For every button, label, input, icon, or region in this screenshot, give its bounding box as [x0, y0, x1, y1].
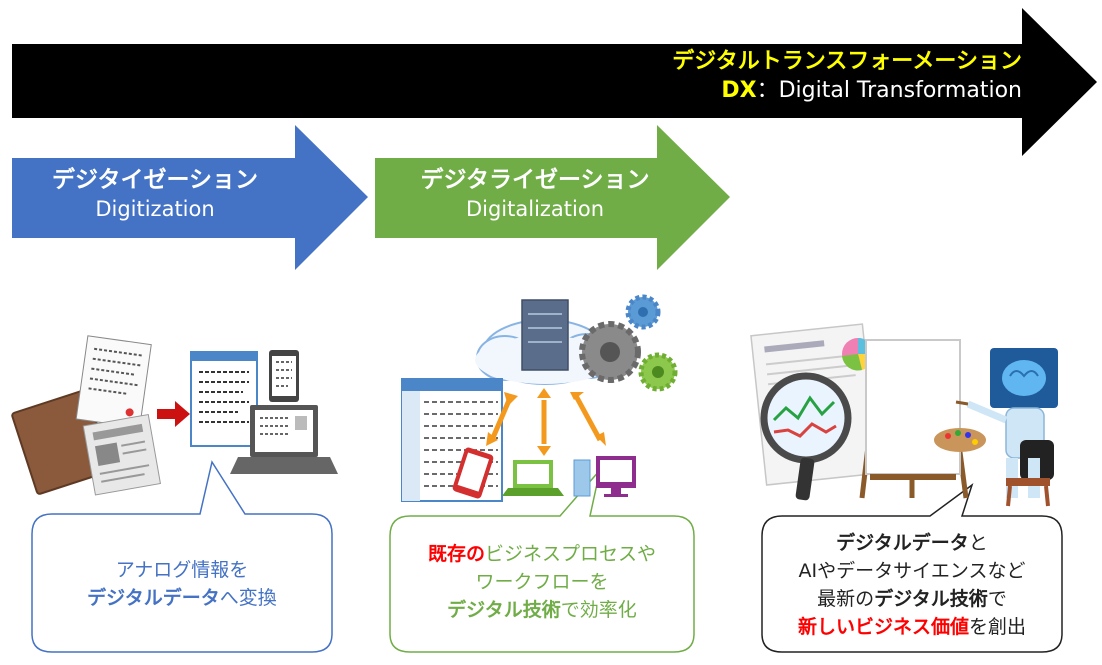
cloud-system-illustration	[401, 294, 678, 502]
dx-separator: ：	[756, 78, 779, 103]
dx-line3: 最新のデジタル技術で	[762, 585, 1062, 613]
dx-line1-bold: デジタルデータ	[836, 532, 969, 554]
ai-creation-illustration	[750, 323, 1058, 507]
digitization-line2-rest: へ変換	[219, 587, 277, 609]
digitization-arrow	[12, 125, 368, 270]
digitalization-arrow	[375, 125, 730, 270]
computer-illustration	[190, 350, 338, 474]
dx-line4-red: 新しいビジネス価値	[797, 616, 969, 638]
dx-arrow	[12, 8, 1097, 156]
dx-line1: デジタルデータと	[762, 529, 1062, 557]
dx-bubble	[761, 483, 1063, 653]
digitalization-subtitle: Digitalization	[465, 197, 605, 221]
digitization-bubble-text: アナログ情報を デジタルデータへ変換	[32, 556, 332, 612]
dx-abbr: DX	[721, 78, 757, 103]
digitalization-bubble-text: 既存のビジネスプロセスや ワークフローを デジタル技術で効率化	[390, 540, 694, 624]
dx-line3-bold: デジタル技術	[874, 588, 988, 610]
digitization-title: デジタイゼーション	[51, 167, 259, 193]
dx-line2: AIやデータサイエンスなど	[798, 560, 1026, 582]
analog-documents-illustration	[11, 335, 190, 496]
dx-line4: 新しいビジネス価値を創出	[762, 613, 1062, 641]
digitalization-line1-rest: ビジネスプロセスや	[485, 543, 657, 565]
digitalization-line3-bold: デジタル技術	[447, 599, 561, 621]
digitalization-line1-red: 既存の	[427, 543, 485, 565]
digitalization-line3: デジタル技術で効率化	[390, 596, 694, 624]
dx-english: Digital Transformation	[778, 78, 1022, 103]
digitization-line2: デジタルデータへ変換	[32, 584, 332, 612]
digitalization-line2: ワークフローを	[475, 571, 609, 593]
dx-line4-rest: を創出	[969, 616, 1027, 638]
digitization-line2-bold: デジタルデータ	[87, 587, 220, 609]
dx-line3-b: で	[987, 588, 1007, 610]
digitization-arrow-label: デジタイゼーション Digitization	[30, 165, 280, 223]
digitalization-title: デジタライゼーション	[420, 167, 650, 193]
digitization-subtitle: Digitization	[95, 197, 215, 221]
dx-line3-a: 最新の	[817, 588, 875, 610]
dx-line1-rest: と	[968, 532, 988, 554]
digitization-bubble	[31, 460, 333, 653]
digitalization-line3-rest: で効率化	[560, 599, 637, 621]
digitalization-arrow-label: デジタライゼーション Digitalization	[390, 165, 680, 223]
dx-title: デジタルトランスフォーメーション	[672, 49, 1022, 74]
dx-arrow-label: デジタルトランスフォーメーション DX：Digital Transformati…	[672, 47, 1022, 105]
dx-subtitle: DX：Digital Transformation	[672, 77, 1022, 105]
digitalization-bubble	[389, 469, 695, 653]
dx-bubble-text: デジタルデータと AIやデータサイエンスなど 最新のデジタル技術で 新しいビジネ…	[762, 529, 1062, 641]
digitization-line1: アナログ情報を	[115, 559, 249, 581]
digitalization-line1: 既存のビジネスプロセスや	[390, 540, 694, 568]
